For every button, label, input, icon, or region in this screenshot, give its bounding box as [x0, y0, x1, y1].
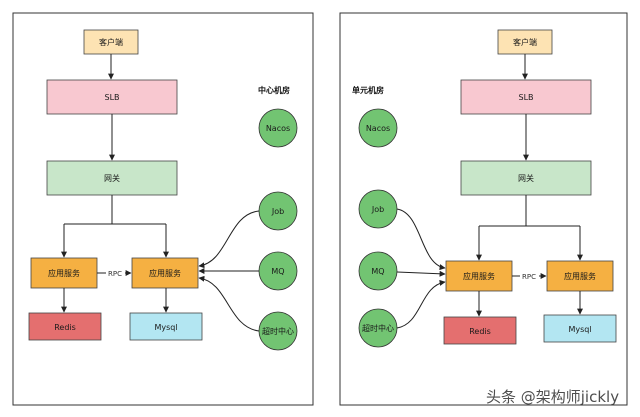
left-panel-frame [12, 12, 314, 406]
left-job-label: Job [271, 207, 284, 216]
right-nacos-node [358, 108, 398, 148]
left-mq-label: MQ [271, 267, 284, 276]
right-zone-label: 单元机房 [352, 85, 384, 95]
right-gateway-box [460, 160, 592, 196]
left-mysql-label: Mysql [154, 323, 177, 332]
left-nacos-node [258, 108, 298, 148]
right-app-service-b-box [546, 260, 614, 292]
left-nacos-label: Nacos [266, 124, 290, 133]
right-panel-frame [339, 12, 628, 406]
left-redis-box [28, 312, 102, 341]
right-edge-job-app-a [396, 208, 446, 271]
right-gateway-label: 网关 [518, 173, 534, 183]
watermark: 头条 @架构师jickly [486, 388, 620, 406]
right-mq-label: MQ [371, 267, 384, 276]
right-client-label: 客户端 [513, 37, 537, 47]
right-edge-mq-app-a [396, 270, 446, 277]
left-panel: 中心机房 客户端 SLB 网关 应用服务 应用服务 Redis Mysql Na… [12, 12, 314, 406]
left-zone-label: 中心机房 [258, 85, 290, 95]
left-mysql-box [129, 312, 203, 341]
left-gateway-box [46, 160, 178, 196]
right-slb-box [460, 79, 592, 115]
left-edge-timeout-app-b [198, 275, 260, 332]
right-slb-label: SLB [518, 93, 533, 102]
left-edge-job-app-b [198, 210, 260, 269]
left-gateway-label: 网关 [104, 173, 120, 183]
right-nacos-label: Nacos [366, 124, 390, 133]
left-redis-label: Redis [54, 323, 76, 332]
left-app-service-a-box [30, 257, 98, 289]
left-client-label: 客户端 [99, 37, 123, 47]
right-redis-box [443, 316, 517, 345]
right-rpc-label: RPC [522, 273, 536, 281]
right-job-label: Job [371, 205, 384, 214]
right-app-service-a-label: 应用服务 [463, 271, 495, 281]
left-app-service-b-box [131, 257, 199, 289]
left-app-service-b-label: 应用服务 [149, 268, 181, 278]
left-rpc-label: RPC [108, 270, 122, 278]
right-mysql-box [543, 314, 617, 343]
right-app-service-b-label: 应用服务 [564, 271, 596, 281]
right-edge-timeout-app-a [396, 279, 446, 329]
right-panel: 单元机房 客户端 SLB 网关 应用服务 应用服务 Redis Mysql Na… [339, 12, 628, 406]
left-slb-box [46, 79, 178, 115]
left-app-service-a-label: 应用服务 [48, 268, 80, 278]
right-mq-node [358, 251, 398, 291]
left-timeout-center-label: 超时中心 [262, 326, 294, 336]
left-slb-label: SLB [104, 93, 119, 102]
right-redis-label: Redis [469, 327, 491, 336]
right-timeout-center-label: 超时中心 [362, 323, 394, 333]
right-mysql-label: Mysql [568, 325, 591, 334]
